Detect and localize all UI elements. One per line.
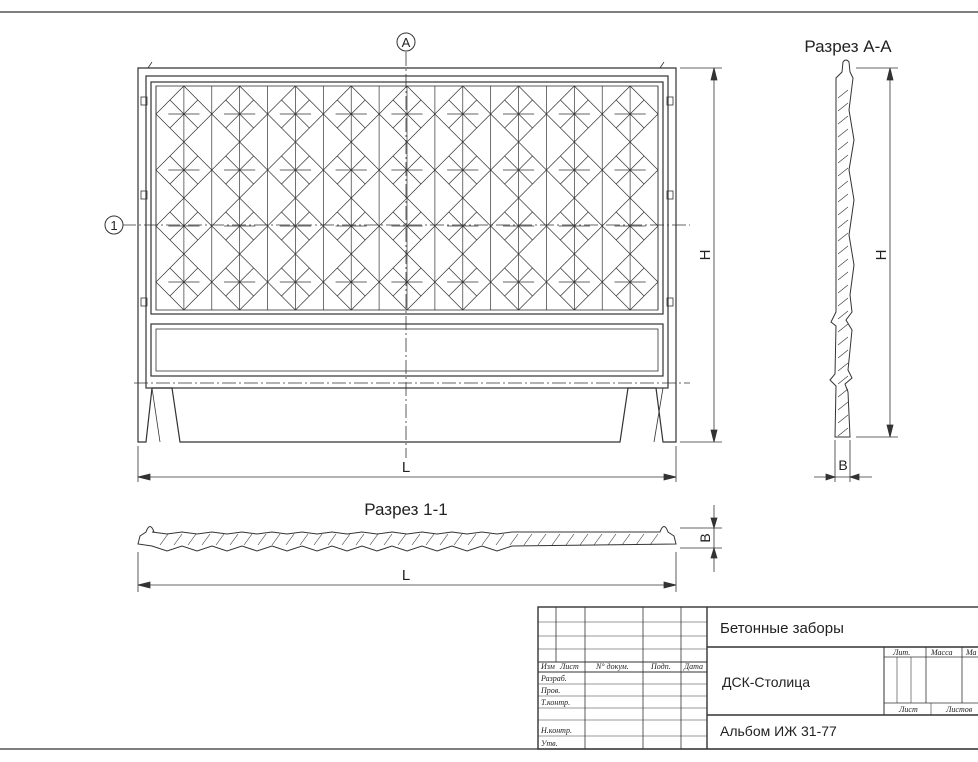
sheets-label: Листов — [945, 705, 973, 714]
section-aa-outline — [829, 59, 855, 438]
role-utv: Утв. — [541, 739, 558, 748]
header-sign: Подп. — [650, 662, 671, 671]
axis-marker-1: 1 — [104, 215, 124, 235]
section-11 — [137, 526, 677, 552]
dimension-b-section — [680, 505, 722, 572]
axis-1-label: 1 — [110, 218, 117, 233]
stage-mashtab: Ма — [965, 648, 977, 657]
header-list: Лист — [559, 662, 579, 671]
section-11-hatch — [159, 533, 659, 546]
dim-b-section-label: B — [697, 533, 713, 542]
section-aa-title: Разрез А-А — [804, 37, 892, 56]
section-aa — [829, 59, 855, 438]
dimension-h-front — [680, 67, 722, 443]
dim-l-section-label: L — [402, 567, 410, 584]
header-izm: Изм — [540, 662, 555, 671]
dim-b-side-label: B — [838, 457, 847, 473]
panel-inner-frame — [145, 75, 669, 389]
axis-lines — [122, 52, 690, 458]
dimension-h-side — [856, 67, 898, 438]
sheet-label: Лист — [898, 705, 918, 714]
axis-marker-a: A — [396, 32, 416, 52]
mounting-loops — [140, 96, 674, 307]
section-11-title: Разрез 1-1 — [364, 500, 447, 519]
ornament-pattern — [155, 85, 659, 311]
header-date: Дата — [683, 662, 703, 671]
title-block-album: Альбом ИЖ 31-77 — [720, 723, 837, 739]
title-block-organization: ДСК-Столица — [722, 674, 810, 690]
axis-a-label: A — [402, 35, 411, 50]
dim-h-side-label: H — [873, 250, 890, 261]
dimension-l-section — [137, 552, 677, 592]
bottom-plank — [150, 323, 664, 377]
stage-lit: Лит. — [892, 648, 910, 657]
dimension-b-side — [814, 440, 872, 482]
section-aa-hatch — [837, 89, 849, 437]
role-prov: Пров. — [540, 686, 560, 695]
title-block-title: Бетонные заборы — [720, 620, 844, 637]
role-tkontr: Т.контр. — [541, 698, 570, 707]
dim-h-front-label: H — [697, 250, 714, 261]
header-doc: N° докум. — [595, 662, 629, 671]
front-view — [137, 61, 677, 443]
stage-massa: Масса — [930, 648, 952, 657]
ornament-frame — [150, 81, 664, 315]
title-block — [537, 606, 978, 750]
sheet-frame — [0, 11, 978, 750]
section-11-outline — [137, 526, 677, 552]
role-razrab: Разраб. — [540, 674, 567, 683]
dimension-l-front — [137, 446, 677, 482]
panel-outline — [137, 67, 677, 443]
role-nkontr: Н.контр. — [540, 726, 572, 735]
dim-l-front-label: L — [402, 459, 410, 476]
